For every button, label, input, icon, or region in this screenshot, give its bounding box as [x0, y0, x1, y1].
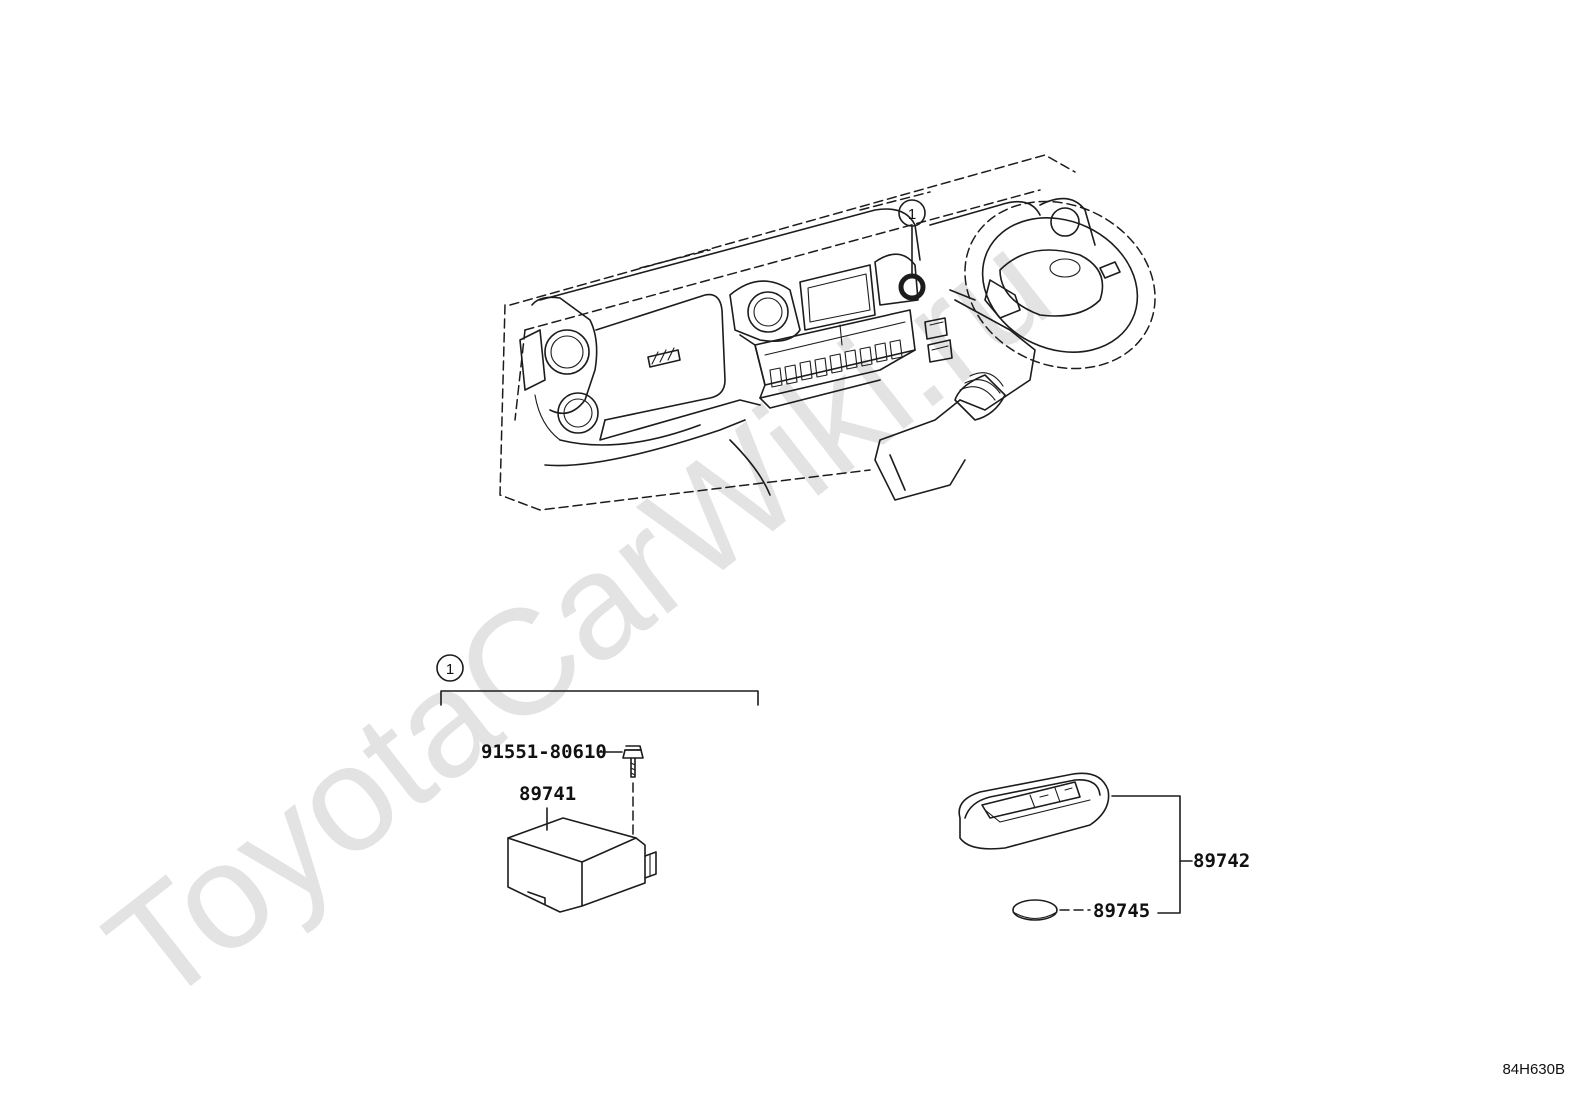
group-bracket: 1 [436, 654, 759, 706]
smart-key [958, 772, 1193, 914]
label-bolt: 91551-80610 [481, 741, 607, 763]
callout-circle-group [436, 654, 464, 682]
callout-number-group: 1 [446, 661, 454, 678]
label-battery: 89745 [1093, 900, 1150, 922]
callout-circle-dash [898, 199, 926, 227]
label-receiver: 89741 [519, 783, 576, 805]
callout-number-dash: 1 [908, 206, 916, 223]
label-key-assembly: 89742 [1193, 850, 1250, 872]
diagram-code: 84H630B [1502, 1061, 1565, 1078]
watermark: ToyotaCarWiki.ru [76, 200, 1079, 1035]
receiver-module [507, 745, 657, 913]
battery [1012, 899, 1091, 921]
dashboard-illustration: 1 [499, 154, 1156, 511]
